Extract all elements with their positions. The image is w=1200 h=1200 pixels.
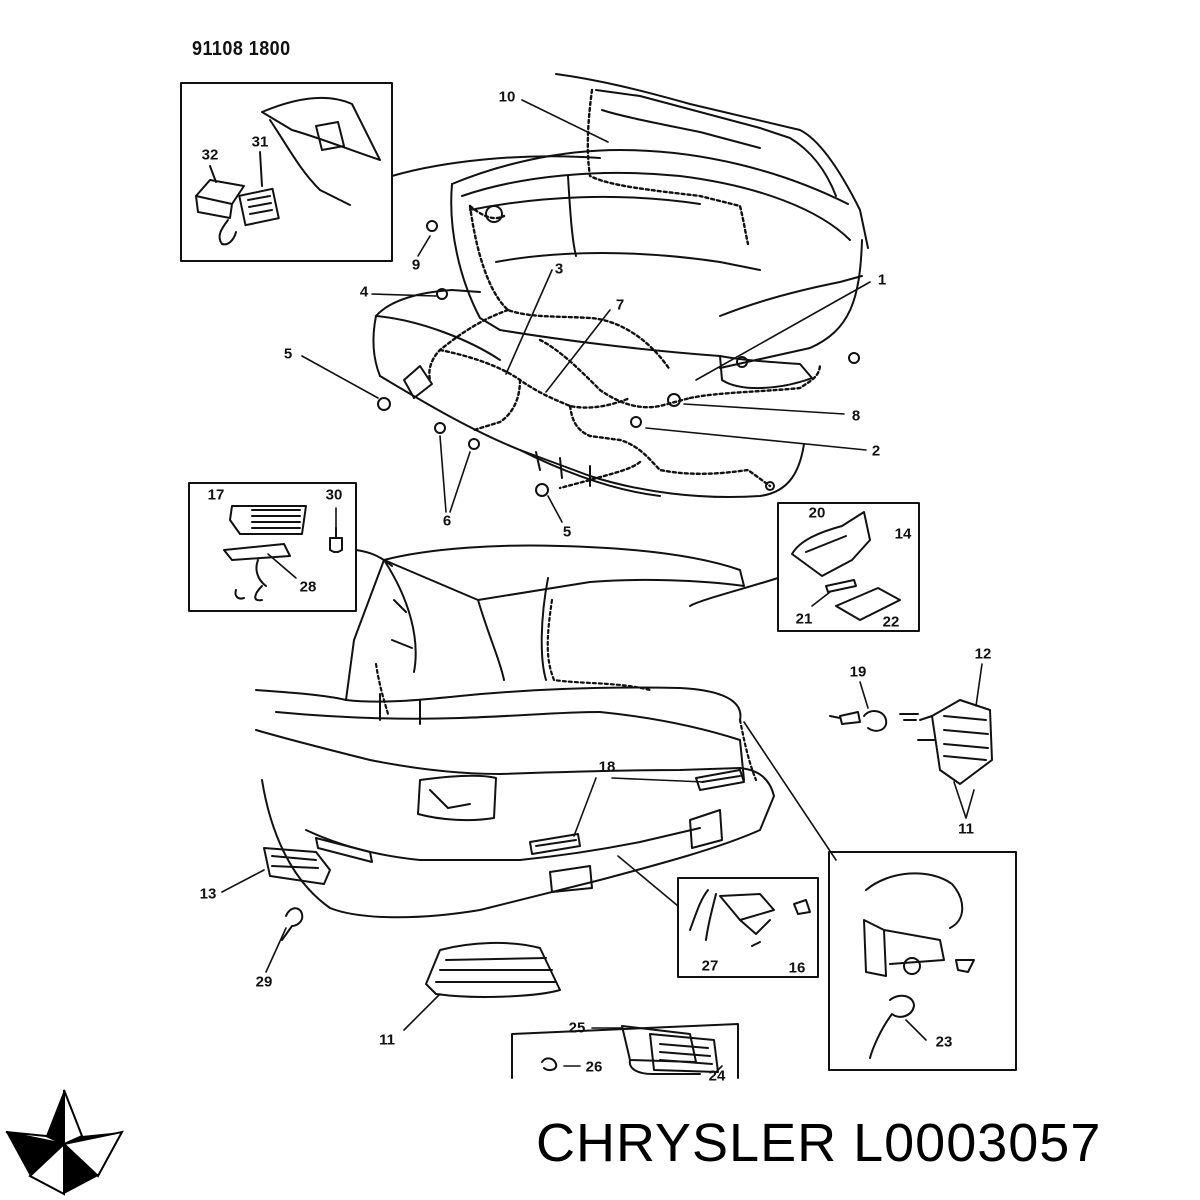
stop-lamp-socket-28 (254, 559, 267, 602)
leader-31 (259, 151, 263, 187)
stop-lamp-gasket (223, 543, 291, 561)
callout-32: 32 (201, 146, 219, 164)
inset-tail-socket (828, 851, 1017, 1071)
callout-6: 6 (442, 512, 452, 530)
leader-lines-top (301, 99, 871, 523)
leader-12 (975, 663, 983, 707)
bulb-29 (281, 907, 304, 941)
callout-12: 12 (974, 645, 992, 663)
callout-16: 16 (788, 959, 806, 977)
leader-23 (905, 1019, 927, 1041)
screw-30 (329, 527, 343, 553)
leader-11-right (953, 781, 975, 819)
license-lamp-lens-22 (835, 587, 901, 621)
inset-license-socket (677, 877, 819, 978)
callout-29: 29 (255, 973, 273, 991)
callout-20: 20 (808, 504, 826, 522)
callout-30: 30 (325, 486, 343, 504)
stop-lamp-17 (229, 505, 307, 535)
lamp-socket-32 (195, 179, 245, 246)
tail-lamp-12 (917, 699, 993, 785)
clip-16 (793, 899, 811, 915)
leader-28 (267, 553, 297, 579)
callout-17: 17 (207, 486, 225, 504)
callout-10: 10 (498, 88, 516, 106)
callout-19: 19 (849, 663, 867, 681)
inset-license-lamp-bottom (511, 1023, 739, 1079)
callout-5-left: 5 (283, 345, 293, 363)
leader-21 (811, 591, 831, 607)
trunk-lamp-housing (261, 96, 381, 206)
callout-31: 31 (251, 133, 269, 151)
stop-lamp-bulb (234, 589, 245, 600)
callout-14: 14 (894, 525, 912, 543)
inset-connector-line-socket (617, 855, 679, 907)
brand-part-number: CHRYSLER L0003057 (536, 1113, 1102, 1173)
inset-connector-line-top (391, 155, 601, 177)
callout-3: 3 (554, 260, 564, 278)
callout-28: 28 (299, 578, 317, 596)
callout-25: 25 (568, 1019, 586, 1037)
leader-25 (563, 1027, 723, 1073)
car-body-lower (255, 544, 775, 919)
drawing-code: 91108 1800 (192, 38, 291, 60)
license-lamp-bracket-20 (791, 511, 871, 577)
callout-11-right: 11 (958, 820, 974, 838)
license-lamp-bulb-21 (825, 579, 857, 593)
callout-7: 7 (615, 296, 625, 314)
tail-socket-23 (863, 872, 975, 1059)
inset-license-lamp (777, 502, 920, 632)
tail-lamp-11 (425, 941, 561, 998)
leader-29 (265, 927, 287, 973)
side-marker-13 (263, 847, 331, 885)
license-lamp-assembly-18 (529, 769, 745, 855)
callout-2: 2 (871, 442, 881, 460)
callout-4: 4 (359, 283, 369, 301)
leader-18 (573, 777, 705, 837)
leader-32 (209, 165, 217, 183)
leader-11-bottom (403, 993, 441, 1031)
callout-9: 9 (411, 256, 421, 274)
callout-5-bottom: 5 (562, 523, 572, 541)
callout-8: 8 (851, 407, 861, 425)
callout-1: 1 (877, 271, 887, 289)
lamp-housing-25 (621, 1025, 701, 1075)
bulb-19 (829, 710, 919, 732)
car-body-top (372, 73, 869, 498)
socket-wiring-27 (689, 889, 775, 947)
callout-24: 24 (708, 1067, 726, 1085)
inset-high-mount-lamp (188, 482, 357, 612)
leader-13 (221, 869, 265, 893)
callout-18: 18 (598, 758, 616, 776)
leader-19 (859, 681, 869, 709)
callout-27: 27 (701, 957, 719, 975)
lamp-bulb-31 (238, 187, 280, 227)
callout-23: 23 (935, 1033, 953, 1051)
chrysler-pentastar-icon (2, 1086, 126, 1198)
inset-trunk-lamp (180, 82, 393, 262)
harness-connectors (377, 205, 860, 497)
inset-connector-line-mid (355, 549, 393, 567)
callout-13: 13 (199, 885, 217, 903)
callout-22: 22 (882, 613, 900, 631)
callout-26: 26 (585, 1058, 603, 1076)
lamp-lens-24 (649, 1033, 719, 1073)
lower-wiring-harness (374, 598, 758, 782)
inset-connector-line-license (689, 577, 779, 607)
callout-11-bottom: 11 (379, 1031, 395, 1049)
callout-21: 21 (795, 610, 813, 628)
inset-connector-line-tail (743, 721, 837, 861)
rear-wiring-harness (428, 88, 822, 490)
bulb-26 (541, 1057, 558, 1072)
